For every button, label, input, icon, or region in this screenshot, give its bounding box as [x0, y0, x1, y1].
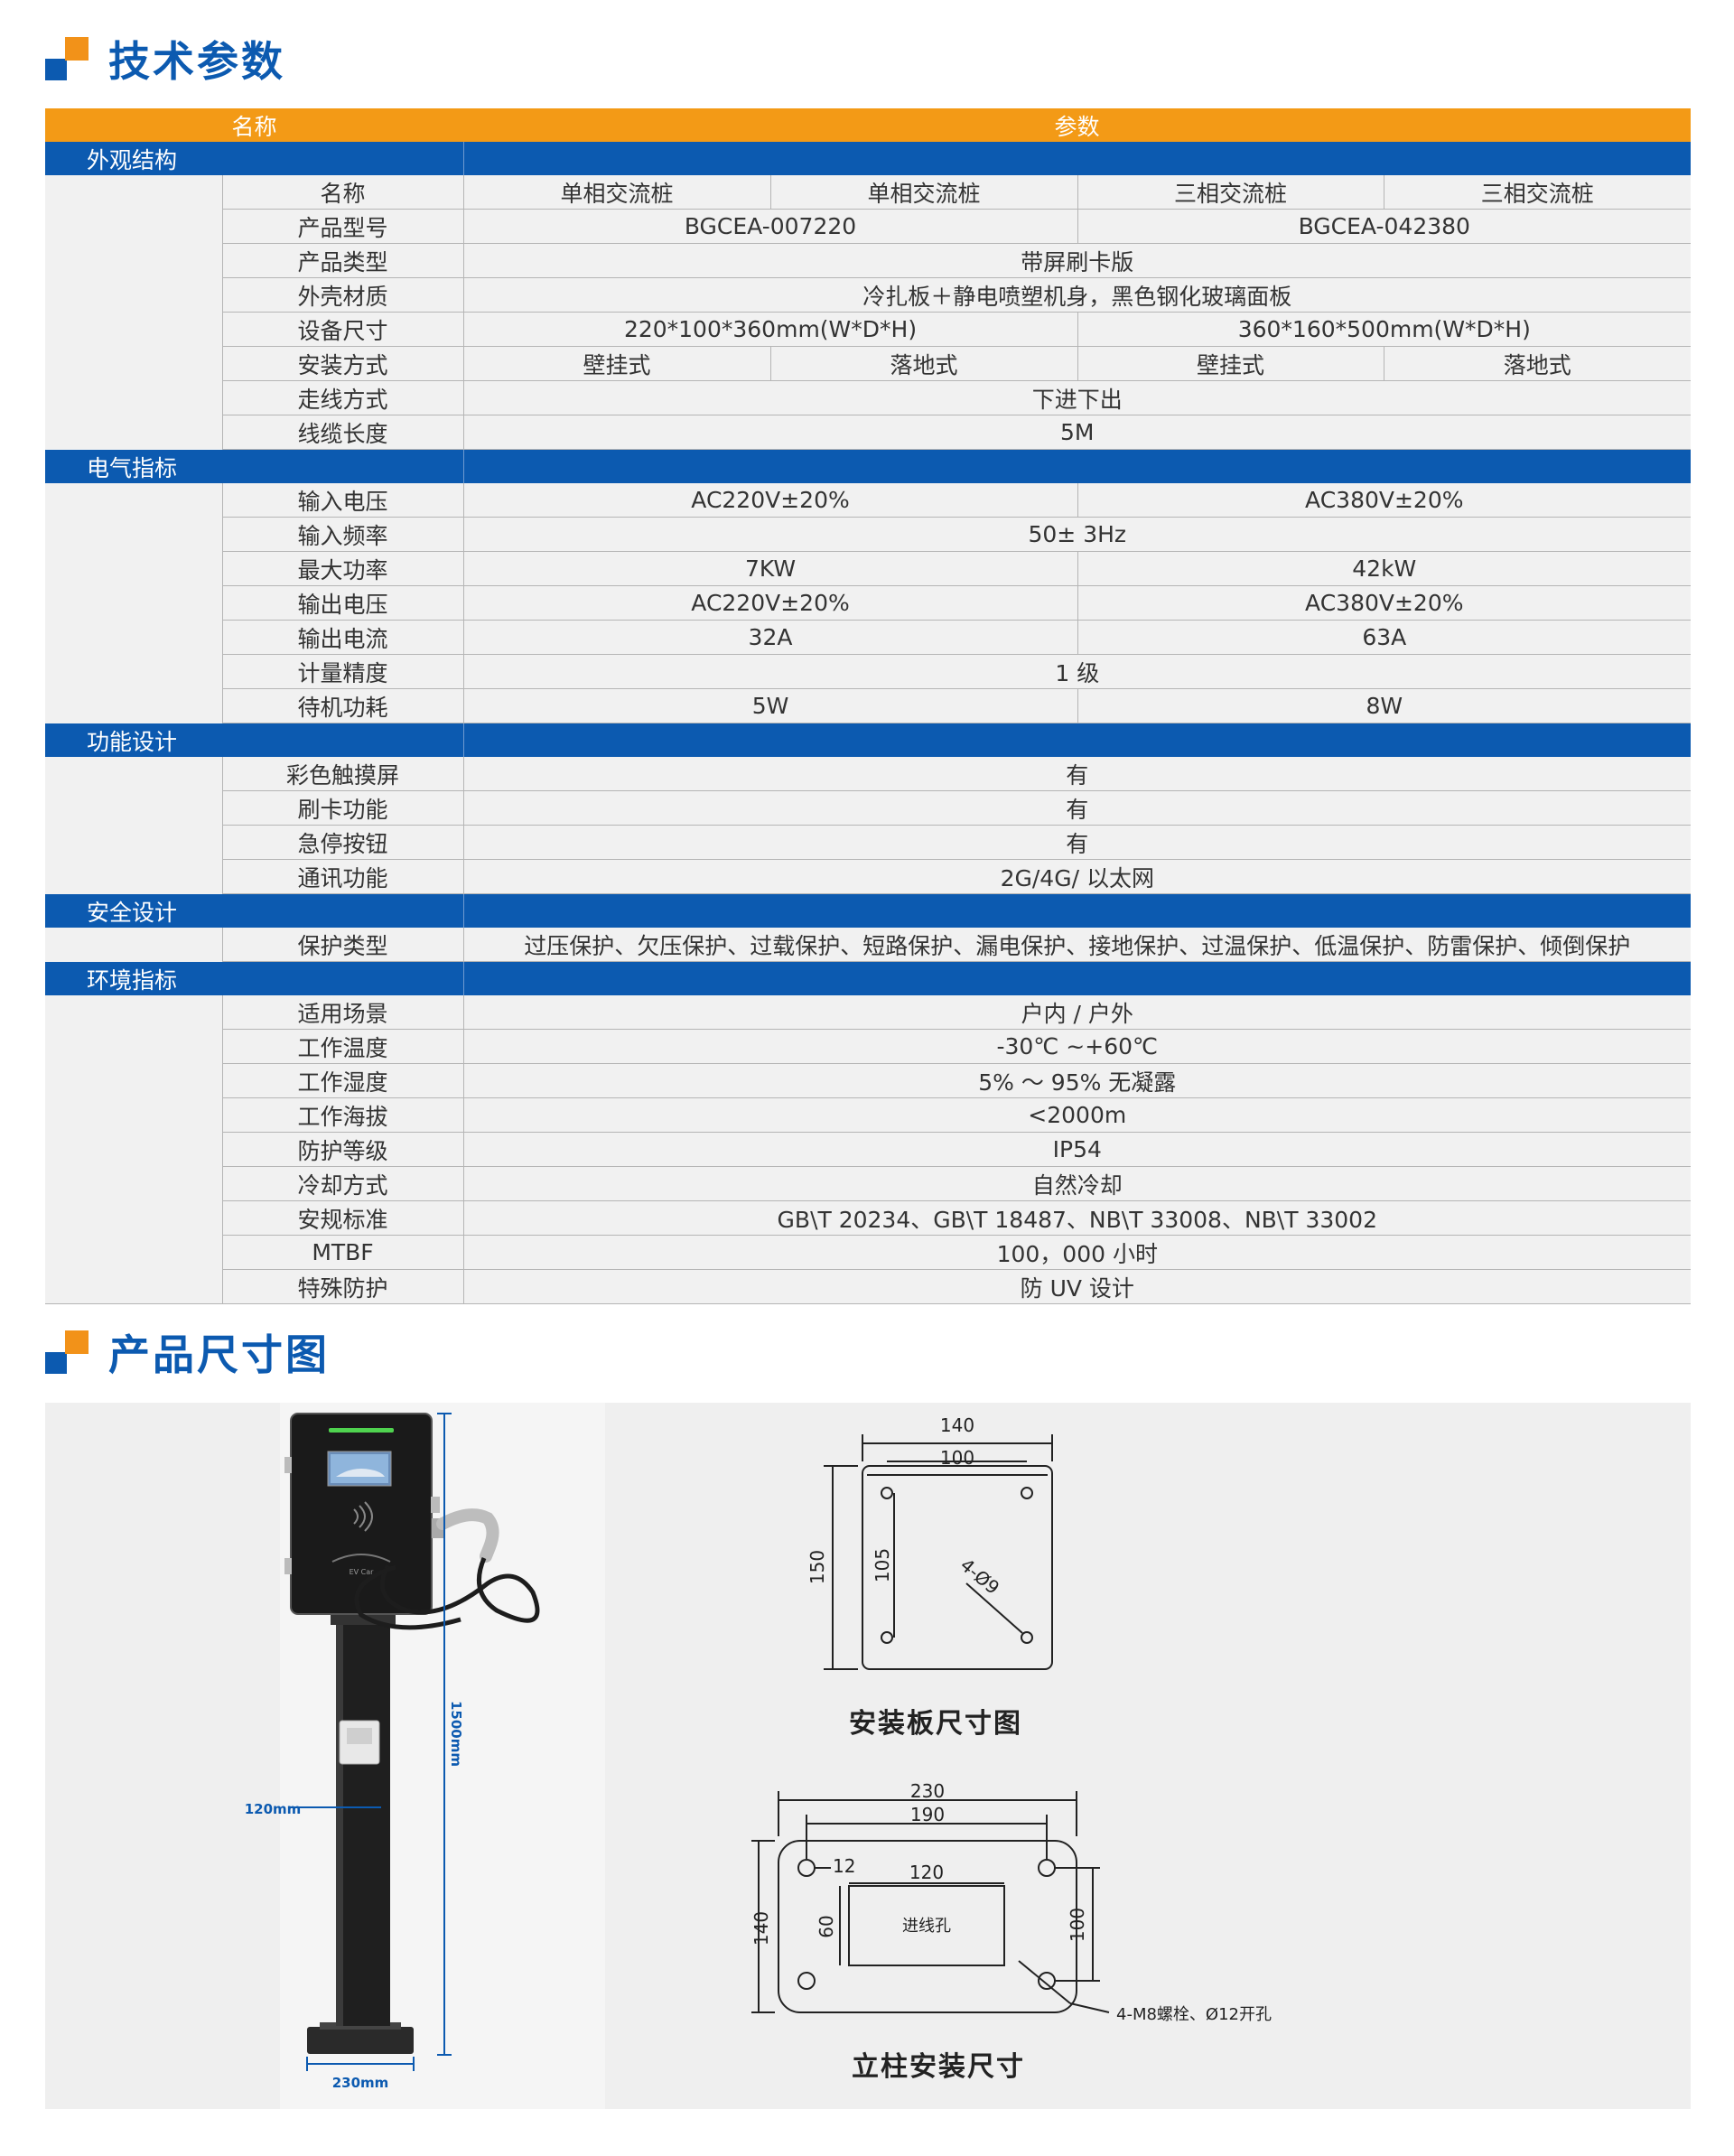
- column-height-outer: 140: [750, 1911, 772, 1946]
- table-row: 产品类型 带屏刷卡版: [45, 243, 1692, 278]
- mount-plate-caption: 安装板尺寸图: [849, 1708, 1022, 1740]
- table-row: MTBF 100，000 小时: [45, 1235, 1692, 1270]
- table-row: 工作湿度 5% ～ 95% 无凝露: [45, 1063, 1692, 1098]
- table-row: 计量精度 1 级: [45, 654, 1692, 689]
- table-row: 适用场景 户内 / 户外: [45, 995, 1692, 1030]
- table-row: 名称 单相交流桩单相交流桩 三相交流桩三相交流桩: [45, 175, 1692, 210]
- brand-square-icon: [45, 1330, 89, 1374]
- mount-plate-drawing: [824, 1434, 1053, 1670]
- column-mount-drawing: [751, 1791, 1110, 2013]
- table-row: 特殊防护 防 UV 设计: [45, 1269, 1692, 1304]
- category-row: 安全设计: [45, 893, 1692, 928]
- table-row: 输入频率 50± 3Hz: [45, 517, 1692, 552]
- table-row: 输入电压 AC220V±20%AC380V±20%: [45, 483, 1692, 518]
- table-row: 急停按钮 有: [45, 825, 1692, 860]
- column-width-outer: 230: [910, 1780, 945, 1802]
- category-row: 电气指标: [45, 449, 1692, 483]
- column-port-height: 60: [816, 1915, 837, 1937]
- table-row: 设备尺寸 220*100*360mm(W*D*H)360*160*500mm(W…: [45, 312, 1692, 347]
- spec-table: 名称 参数 外观结构 名称 单相交流桩单相交流桩 三相交流桩三相交流桩 产品型号…: [45, 108, 1692, 1304]
- plate-width-inner: 100: [940, 1447, 974, 1469]
- section-heading-specs: 技术参数: [45, 27, 285, 90]
- plate-height-inner: 105: [872, 1548, 893, 1582]
- table-row: 外壳材质 冷扎板＋静电喷塑机身，黑色钢化玻璃面板: [45, 277, 1692, 313]
- brand-square-icon: [45, 37, 89, 80]
- category-label: 外观结构: [45, 142, 464, 175]
- charger-illustration: EV Car 1500mm 120mm 230mm: [245, 1413, 540, 2091]
- table-row: 冷却方式 自然冷却: [45, 1166, 1692, 1201]
- dim-base-label: 230mm: [332, 2075, 389, 2091]
- category-row: 环境指标: [45, 961, 1692, 995]
- plate-width-outer: 140: [940, 1414, 974, 1436]
- table-row: 输出电压 AC220V±20%AC380V±20%: [45, 585, 1692, 621]
- rfid-icon: [353, 1501, 373, 1532]
- section-title: 技术参数: [108, 37, 285, 86]
- column-port-width: 120: [909, 1862, 944, 1883]
- category-row: 功能设计: [45, 723, 1692, 757]
- table-row: 安规标准 GB\T 20234、GB\T 18487、NB\T 33008、NB…: [45, 1200, 1692, 1236]
- table-row: 防护等级 IP54: [45, 1132, 1692, 1167]
- dim-column-width-label: 120mm: [245, 1801, 302, 1817]
- section-heading-dimensions: 产品尺寸图: [45, 1321, 330, 1384]
- table-row: 走线方式 下进下出: [45, 380, 1692, 415]
- category-label: 安全设计: [45, 893, 464, 928]
- table-row: 通讯功能 2G/4G/ 以太网: [45, 859, 1692, 894]
- column-bolts-label: 4-M8螺栓、Ø12开孔: [1116, 2005, 1272, 2024]
- column-hole-size: 12: [833, 1855, 855, 1877]
- table-row: 工作海拔 <2000m: [45, 1097, 1692, 1133]
- table-row: 安装方式 壁挂式落地式 壁挂式落地式: [45, 346, 1692, 381]
- section-title: 产品尺寸图: [108, 1330, 330, 1379]
- column-mount-caption: 立柱安装尺寸: [852, 2051, 1025, 2083]
- category-label: 电气指标: [45, 449, 464, 483]
- dimension-panel: EV Car 1500mm 120mm 230mm: [45, 1403, 1691, 2109]
- column-height-inner: 100: [1067, 1908, 1088, 1942]
- table-row: 线缆长度 5M: [45, 415, 1692, 450]
- table-row: 彩色触摸屏 有: [45, 757, 1692, 791]
- category-row: 外观结构: [45, 142, 1692, 175]
- plate-height-outer: 150: [806, 1550, 828, 1584]
- table-row: 工作温度 -30℃ ~+60℃: [45, 1029, 1692, 1064]
- table-row: 刷卡功能 有: [45, 790, 1692, 826]
- plate-holes-label: 4-Ø9: [956, 1554, 1004, 1599]
- dimension-drawings: EV Car 1500mm 120mm 230mm: [245, 1413, 1272, 2091]
- category-label: 功能设计: [45, 723, 464, 757]
- table-row: 保护类型 过压保护、欠压保护、过载保护、短路保护、漏电保护、接地保护、过温保护、…: [45, 928, 1692, 962]
- dim-height-label: 1500mm: [448, 1701, 464, 1767]
- header-name: 名称: [45, 108, 464, 142]
- ev-car-logo: EV Car: [350, 1568, 375, 1576]
- column-width-inner: 190: [910, 1804, 945, 1825]
- column-port-label: 进线孔: [902, 1917, 951, 1936]
- header-param: 参数: [463, 108, 1692, 142]
- category-label: 环境指标: [45, 961, 464, 995]
- table-header-row: 名称 参数: [45, 108, 1692, 142]
